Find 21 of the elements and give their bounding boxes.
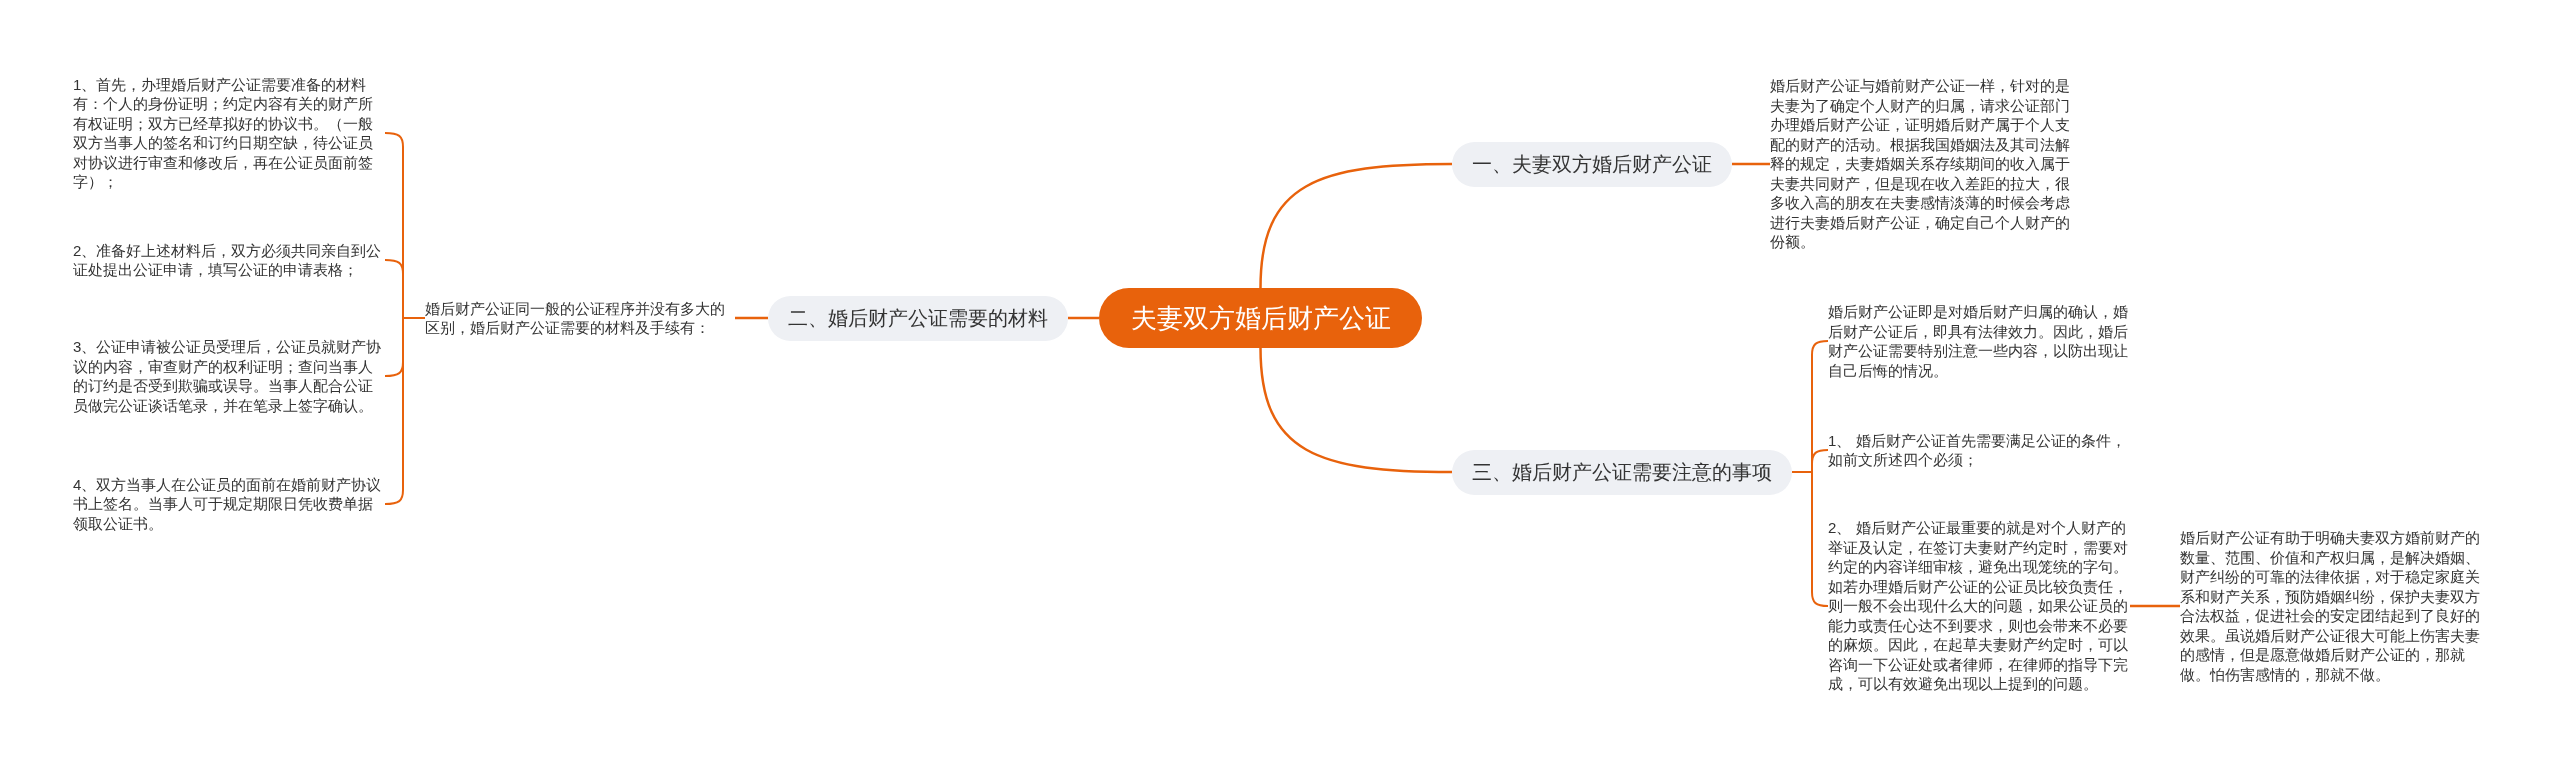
curved-connector [1259, 162, 1452, 289]
curved-connector [1259, 347, 1452, 474]
note-text: 1、首先，办理婚后财产公证需要准备的材料有：个人的身份证明；约定内容有关的财产所有权证明；双方已经草拟好的协议书。（一般双方当事人的签名和订约日期空缺，待公证员对协议进行审查和修改后，再在公证员面前签字）； [73, 74, 385, 192]
note-text: 1、 婚后财产公证首先需要满足公证的条件，如前文所述四个必须； [1828, 430, 2130, 470]
connector-line [1068, 316, 1099, 320]
note-text: 2、准备好上述材料后，双方必须共同亲自到公证处提出公证申请，填写公证的申请表格； [73, 240, 385, 280]
bracket-connector [1791, 471, 1829, 607]
note-text: 婚后财产公证与婚前财产公证一样，针对的是夫妻为了确定个人财产的归属，请求公证部门办理婚后财产公证，证明婚后财产属于个人支配的财产的活动。根据我国婚姻法及其司法解释的规定，夫妻婚姻关系存续期间的收入属于夫妻共同财产，但是现在收入差距的拉大，很多收入高的朋友在夫妻感情淡薄的时候会考虑进行夫妻婚后财产公证，确定自己个人财产的份额。 [1770, 76, 2080, 252]
connector-line [735, 316, 768, 320]
connector-line [1732, 162, 1770, 166]
note-text: 婚后财产公证有助于明确夫妻双方婚前财产的数量、范围、价值和产权归属，是解决婚姻、财产纠纷的可靠的法律依据，对于稳定家庭关系和财产关系，预防婚姻纠纷，保护夫妻双方合法权益，促进社会的安定团结起到了良好的效果。虽说婚后财产公证很大可能上伤害夫妻的感情，但是愿意做婚后财产公证的，那就做。怕伤害感情的，那就不做。 [2180, 528, 2490, 684]
note-text: 3、公证申请被公证员受理后，公证员就财产协议的内容，审查财产的权利证明；查问当事人的订约是否受到欺骗或误导。当事人配合公证员做完公证谈话笔录，并在笔录上签字确认。 [73, 337, 385, 415]
connector-line [2130, 604, 2180, 608]
topic-pill: 一、夫妻双方婚后财产公证 [1452, 141, 1732, 187]
topic-pill: 三、婚后财产公证需要注意的事项 [1452, 449, 1792, 495]
root-topic-pill: 夫妻双方婚后财产公证 [1099, 288, 1422, 348]
note-text: 婚后财产公证即是对婚后财产归属的确认，婚后财产公证后，即具有法律效力。因此，婚后财产公证需要特别注意一些内容，以防出现让自己后悔的情况。 [1828, 302, 2130, 380]
topic-pill: 二、婚后财产公证需要的材料 [768, 295, 1068, 341]
note-text: 4、双方当事人在公证员的面前在婚前财产协议书上签名。当事人可于规定期限日凭收费单据领取公证书。 [73, 474, 385, 533]
note-text: 婚后财产公证同一般的公证程序并没有多大的区别，婚后财产公证需要的材料及手续有： [425, 298, 735, 338]
note-text: 2、 婚后财产公证最重要的就是对个人财产的举证及认定，在签订夫妻财产约定时，需要对约定的内容详细审核，避免出现笼统的字句。如若办理婚后财产公证的公证员比较负责任，则一般不会出现什么大的问题，如果公证员的能力或责任心达不到要求，则也会带来不必要的麻烦。因此，在起草夫妻财产约定时，可以咨询一下公证处或者律师，在律师的指导下完成，可以有效避免出现以上提到的问题。 [1828, 518, 2130, 694]
